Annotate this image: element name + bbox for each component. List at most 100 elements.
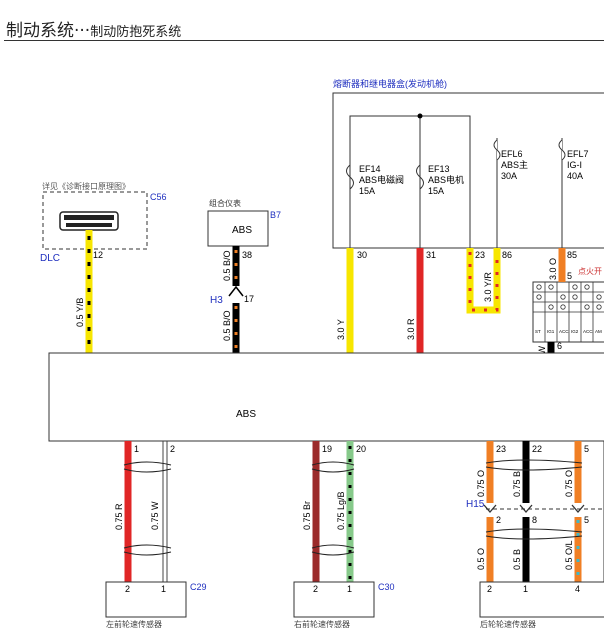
sensor-lf-pin-1: 1 bbox=[161, 584, 166, 594]
sensor-rear-label: 后轮轮速传感器 bbox=[480, 619, 536, 628]
ignition-label: 点火开 bbox=[578, 267, 602, 276]
sensor-rear-pin-1: 1 bbox=[523, 584, 528, 594]
abs-pin-22: 22 bbox=[532, 444, 542, 454]
fuse-box-outline bbox=[332, 92, 604, 249]
fuse-efl7-rating: 40A bbox=[567, 171, 583, 181]
abs-pin-23: 23 bbox=[496, 444, 506, 454]
fuse-bus bbox=[349, 115, 471, 248]
fuse-ef13-symbol bbox=[416, 164, 424, 190]
ignition-pin: 5 bbox=[567, 271, 572, 281]
h15-pin-2: 2 bbox=[496, 515, 501, 525]
dlc-outline bbox=[42, 191, 148, 250]
label-wire-cluster-lower: 0.5 B/O bbox=[222, 310, 232, 341]
dlc-connector-code: C56 bbox=[150, 192, 167, 202]
fuse-efl7-code: EFL7 bbox=[567, 149, 589, 159]
fuse-efl6-symbol bbox=[493, 139, 501, 161]
obd-port-icon bbox=[59, 211, 119, 231]
h15-chevron-3 bbox=[571, 504, 585, 513]
fuse-efl6-desc: ABS主 bbox=[501, 159, 528, 170]
fuse-ef14-desc: ABS电磁阀 bbox=[359, 174, 404, 185]
fuse-efl7-symbol bbox=[558, 139, 566, 161]
label-wire-ef14: 3.0 Y bbox=[336, 319, 346, 340]
abs-module: ABS bbox=[48, 352, 604, 442]
label-wire-lf-r: 0.75 R bbox=[114, 503, 124, 530]
abs-module-box bbox=[48, 352, 604, 442]
upper-harness: H3 17 bbox=[85, 230, 566, 353]
cluster-box bbox=[207, 210, 269, 247]
h15-connector-label: H15 bbox=[466, 499, 485, 510]
sensor-rf-box bbox=[293, 581, 375, 618]
fuse-relay-box: 熔断器和继电器盒(发动机舱) EF14 ABS电磁阀 15A EF13 ABS电… bbox=[332, 78, 604, 260]
sensor-rf-label: 右前轮速传感器 bbox=[294, 619, 350, 628]
fuse-pin-86: 86 bbox=[502, 250, 512, 260]
page-title-sub: 制动防抱死系统 bbox=[90, 25, 182, 40]
sensor-right-front: 2 1 C30 右前轮速传感器 bbox=[293, 581, 395, 628]
ignition-col-st: ST bbox=[535, 329, 541, 334]
label-wire-rear-o2-upper: 0.75 O bbox=[564, 470, 574, 497]
ignition-col-ig1: IG1 bbox=[547, 329, 555, 334]
label-wire-rear-o-lower: 0.5 O bbox=[476, 548, 486, 570]
label-wire-rear-ol-lower: 0.5 O/L bbox=[564, 540, 574, 570]
h15-chevron-2 bbox=[519, 504, 533, 513]
fuse-ef14-code: EF14 bbox=[359, 164, 381, 174]
ignition-col-acc: ACC bbox=[559, 329, 569, 334]
h15-pin-5: 5 bbox=[584, 515, 589, 525]
abs-pin-2: 2 bbox=[170, 444, 175, 454]
fuse-pin-23: 23 bbox=[475, 250, 485, 260]
h3-connector-chevron bbox=[228, 285, 244, 297]
sensor-rear-pin-2: 2 bbox=[487, 584, 492, 594]
label-wire-dlc: 0.5 Y/B bbox=[75, 298, 85, 327]
page-title: 制动系统···制动防抱死系统 bbox=[6, 16, 181, 41]
sensor-lf-box bbox=[105, 581, 187, 618]
fuse-efl6-rating: 30A bbox=[501, 171, 517, 181]
h3-pin-17: 17 bbox=[244, 294, 254, 304]
twisted-pair-marks bbox=[123, 459, 583, 556]
bus-junction bbox=[417, 113, 423, 119]
sensor-lf-connector: C29 bbox=[190, 582, 207, 592]
cluster-connector-code: B7 bbox=[270, 210, 281, 220]
label-wire-rf-lgb: 0.75 Lg/B bbox=[336, 491, 346, 530]
fuse-ef14-symbol bbox=[346, 164, 354, 190]
sensor-lf-label: 左前轮速传感器 bbox=[106, 619, 162, 628]
label-wire-efl7: 3.0 O bbox=[548, 258, 558, 280]
label-wire-rear-b-upper: 0.75 B bbox=[512, 471, 522, 497]
cluster-note: 组合仪表 bbox=[209, 198, 241, 208]
fuse-ef13-rating: 15A bbox=[428, 186, 444, 196]
sensor-rf-connector: C30 bbox=[378, 582, 395, 592]
sensor-rear: 2 1 4 后轮轮速传感器 bbox=[479, 581, 604, 628]
abs-pin-20: 20 bbox=[356, 444, 366, 454]
fuse-ef13-code: EF13 bbox=[428, 164, 450, 174]
dlc-note: 详见《诊断接口原理图》 bbox=[42, 181, 130, 191]
ignition-col-am: AM bbox=[595, 329, 602, 334]
sensor-left-front: 2 1 C29 左前轮速传感器 bbox=[105, 581, 207, 628]
ignition-switch: 点火开 5 ST IG1 ACC IG2 ACC AM bbox=[532, 267, 604, 343]
fuse-ef13-desc: ABS电机 bbox=[428, 174, 464, 185]
label-wire-cluster-upper: 0.5 B/O bbox=[222, 250, 232, 281]
label-wire-ef13: 3.0 R bbox=[406, 318, 416, 340]
abs-pin-1: 1 bbox=[134, 444, 139, 454]
title-rule bbox=[4, 40, 604, 41]
fuse-efl7-desc: IG-I bbox=[567, 160, 582, 170]
page-title-main: 制动系统··· bbox=[6, 21, 91, 41]
instrument-cluster: 组合仪表 B7 ABS 38 bbox=[207, 198, 281, 260]
fuse-pin-85: 85 bbox=[567, 250, 577, 260]
h3-connector-label: H3 bbox=[210, 295, 223, 306]
sensor-rear-box bbox=[479, 581, 604, 618]
cluster-pin: 38 bbox=[242, 250, 252, 260]
h15-chevron-1 bbox=[483, 504, 497, 513]
label-wire-lf-w: 0.75 W bbox=[150, 501, 160, 530]
label-wire-rear-b-lower: 0.5 B bbox=[512, 549, 522, 570]
dlc-connector: 详见《诊断接口原理图》 C56 DLC 12 bbox=[40, 181, 167, 264]
fuse-pin-30: 30 bbox=[357, 250, 367, 260]
fuse-efl6-code: EFL6 bbox=[501, 149, 523, 159]
h15-pin-8: 8 bbox=[532, 515, 537, 525]
label-wire-rear-o-upper: 0.75 O bbox=[476, 470, 486, 497]
abs-pin-5: 5 bbox=[584, 444, 589, 454]
dlc-name: DLC bbox=[40, 253, 60, 264]
sensor-rf-pin-2: 2 bbox=[313, 584, 318, 594]
ignition-col-ig2: IG2 bbox=[571, 329, 579, 334]
sensor-rf-pin-1: 1 bbox=[347, 584, 352, 594]
sensor-rear-pin-4: 4 bbox=[575, 584, 580, 594]
fuse-ef14-rating: 15A bbox=[359, 186, 375, 196]
